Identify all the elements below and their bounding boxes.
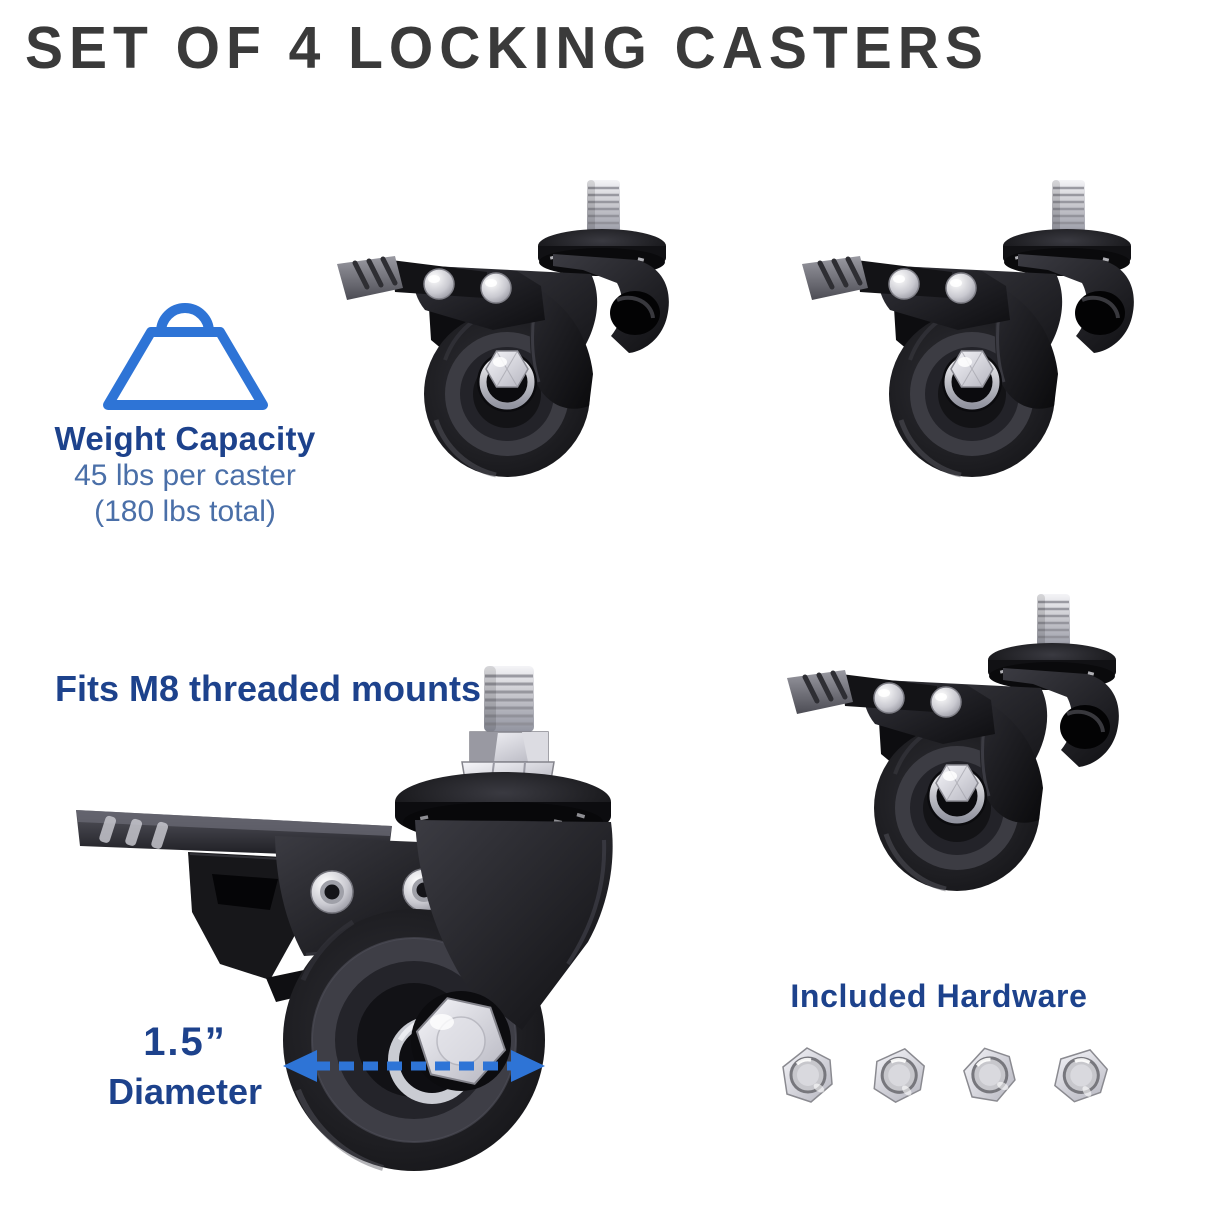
caster-photo-top-right [800,170,1135,480]
included-hardware-row [778,1046,1109,1106]
caster-photo-middle-right [785,584,1120,894]
diameter-value: 1.5” [143,1020,227,1064]
diameter-annotation: 1.5” Diameter [75,1020,295,1113]
included-hardware-heading: Included Hardware [790,978,1088,1014]
weight-capacity-block: Weight Capacity 45 lbs per caster (180 l… [30,302,340,530]
weight-capacity-heading: Weight Capacity [54,420,316,457]
diameter-label: Diameter [107,1071,263,1112]
weight-icon [102,303,268,410]
hex-nut-icon [1051,1046,1109,1106]
caster-photo-top-left [335,170,670,480]
hex-nut-icon [869,1046,927,1106]
hex-nut-icon [781,1046,834,1104]
weight-capacity-total: (180 lbs total) [94,495,276,528]
mount-compatibility-note: Fits M8 threaded mounts [55,668,482,709]
page-title: SET OF 4 LOCKING CASTERS [25,15,989,82]
diameter-arrow-icon [283,1050,545,1082]
weight-capacity-per-caster: 45 lbs per caster [74,459,296,492]
hex-nut-icon [960,1046,1018,1106]
